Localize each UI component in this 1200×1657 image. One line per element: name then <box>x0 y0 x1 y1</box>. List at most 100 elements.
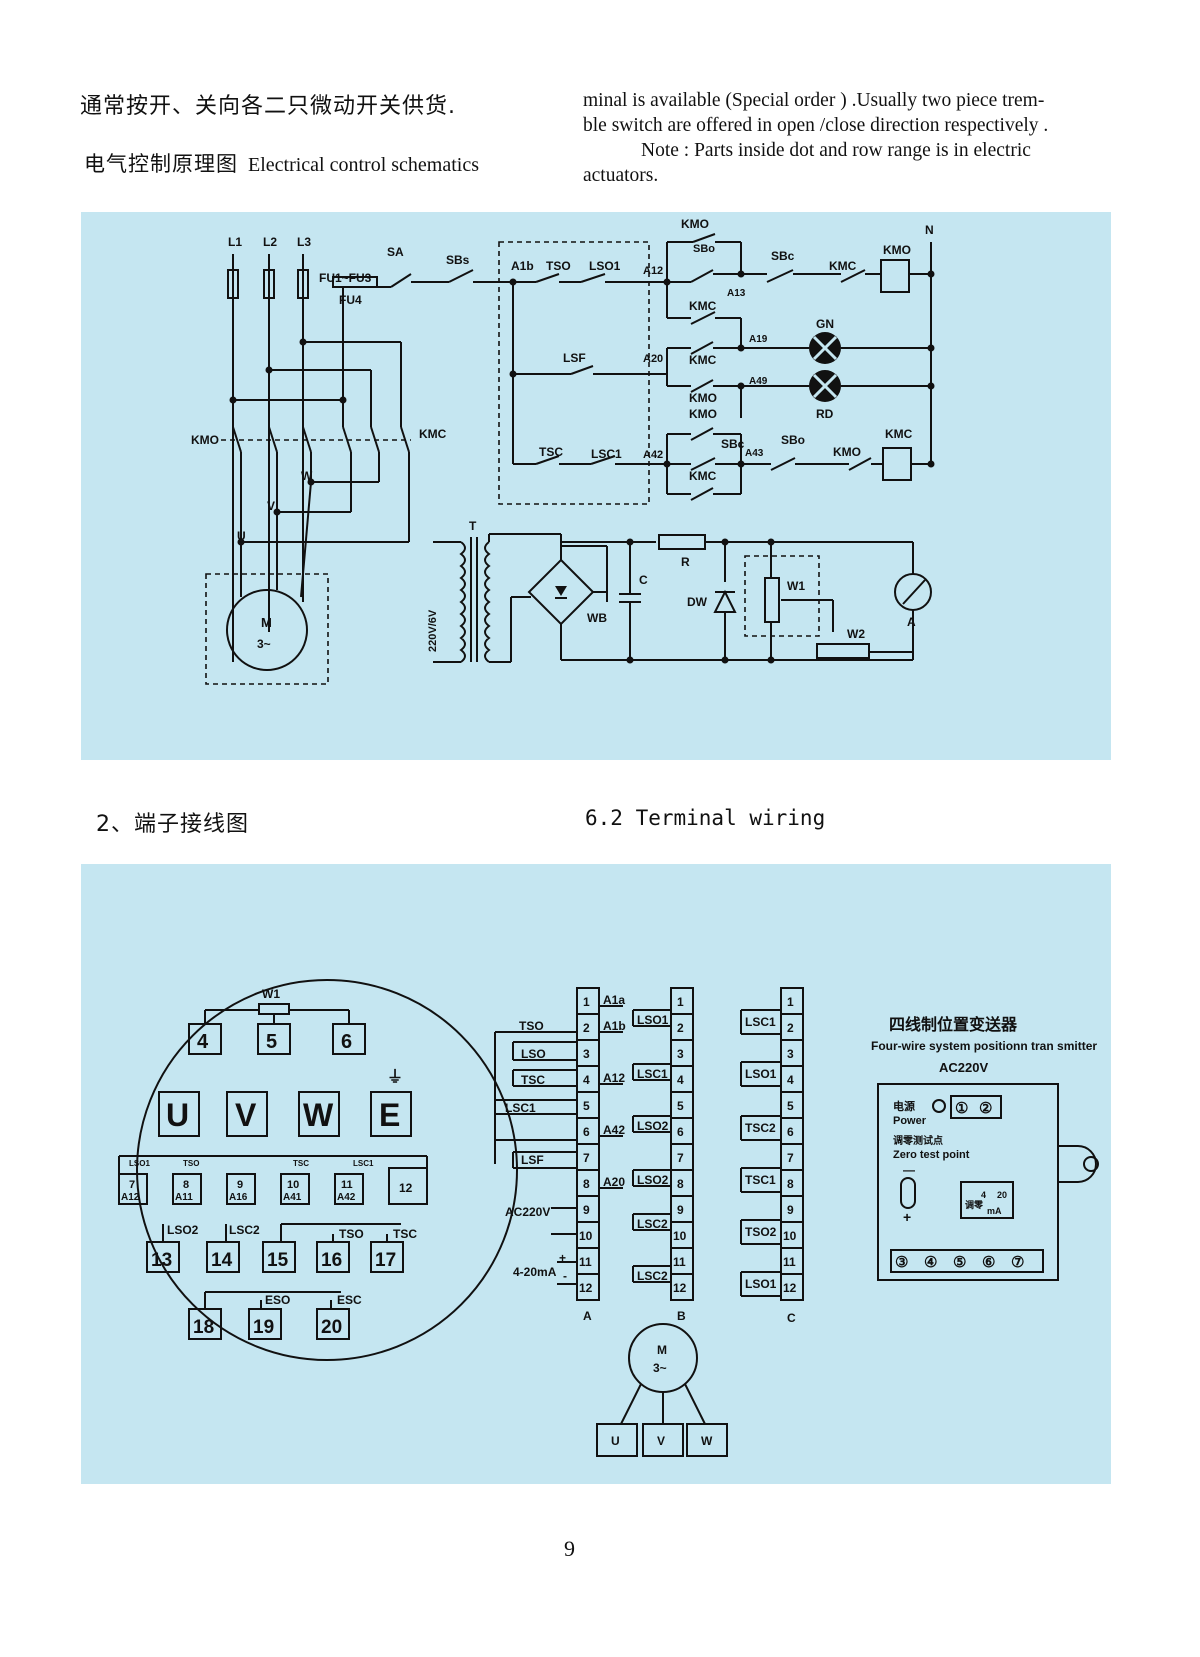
intro-line-3: Note : Parts inside dot and row range is… <box>641 140 1031 161</box>
strip-c-num-2: 2 <box>787 1021 794 1035</box>
label-row1-tso: TSO <box>183 1159 199 1168</box>
strip-a-plus: + <box>559 1251 566 1265</box>
terminal-7 <box>118 1173 148 1205</box>
terminal-strip-c: 1 2 3 4 5 6 7 8 9 10 11 12 LSC1 LSO1 TSC… <box>740 987 804 1325</box>
label-motor-terminal-u: U <box>611 1434 620 1448</box>
label-motor-m: M <box>261 615 272 630</box>
potentiometer-w2 <box>816 643 870 659</box>
strip-c-num-9: 9 <box>787 1203 794 1217</box>
range-switch-ma: mA <box>987 1206 1002 1216</box>
strip-b-num-1: 1 <box>677 995 684 1009</box>
transmitter-zero-en: Zero test point <box>893 1149 970 1161</box>
terminal-5 <box>257 1023 291 1055</box>
strip-a-num-3: 3 <box>583 1047 590 1061</box>
label-lsf: LSF <box>563 351 586 365</box>
label-sbo: SBo <box>693 243 715 255</box>
label-fu4: FU4 <box>339 293 362 307</box>
label-motor-terminal-v: V <box>657 1434 665 1448</box>
strip-b-name: B <box>677 1309 686 1323</box>
terminal-motor-m: M <box>657 1343 667 1357</box>
label-w-phase: W <box>301 469 313 483</box>
label-kmo-rd-a: KMO <box>689 391 717 405</box>
strip-a-label-a20: A20 <box>603 1175 625 1189</box>
terminal-15 <box>262 1241 296 1273</box>
terminal-wiring-panel: W1 4 5 6 ⏚ U V W E LSO1 TSO TSC LSC1 <box>81 864 1111 1484</box>
pot-w1-enclosure <box>744 555 820 637</box>
transmitter-term-3: ③ <box>895 1254 908 1271</box>
strip-b-num-9: 9 <box>677 1203 684 1217</box>
label-terminal-11-sub: A42 <box>337 1192 356 1203</box>
label-terminal-w-big: W <box>303 1097 334 1133</box>
label-row2-lsc2: LSC2 <box>229 1223 260 1237</box>
terminal-6 <box>332 1023 366 1055</box>
transmitter-term-6: ⑥ <box>982 1254 995 1271</box>
terminal-motor-phase: 3~ <box>653 1361 667 1375</box>
kmc-coil <box>882 447 912 481</box>
strip-b-num-6: 6 <box>677 1125 684 1139</box>
transmitter-mounting-tab <box>1058 1145 1097 1183</box>
terminal-title-cn: 2、端子接线图 <box>96 812 249 837</box>
label-dw: DW <box>687 595 708 609</box>
label-sa: SA <box>387 245 404 259</box>
label-capacitor: C <box>639 573 648 587</box>
transmitter-power-cn: 电源 <box>893 1099 915 1113</box>
terminal-pot-w1 <box>258 1003 290 1015</box>
label-wb: WB <box>587 611 607 625</box>
label-gn: GN <box>816 317 834 331</box>
schematics-title-en: Electrical control schematics <box>248 154 480 176</box>
terminal-16 <box>316 1241 350 1273</box>
label-row3-esc: ESC <box>337 1293 362 1307</box>
label-terminal-7-sub: A12 <box>121 1192 140 1203</box>
label-a42: A42 <box>643 449 663 461</box>
row3-terminals: ESO ESC 18 19 20 <box>188 1291 362 1340</box>
electrical-schematic-diagram: L1 L2 L3 FU1~FU3 FU4 <box>191 217 935 685</box>
transmitter-term-2: ② <box>979 1100 992 1117</box>
terminal-motor-symbol <box>628 1323 698 1393</box>
transmitter-zero-cn: 调零测试点 <box>893 1134 943 1147</box>
label-neutral: N <box>925 223 934 237</box>
intro-line-4: actuators. <box>583 165 659 186</box>
label-terminal-14: 14 <box>211 1250 233 1271</box>
label-w2: W2 <box>847 627 865 641</box>
strip-c-num-7: 7 <box>787 1151 794 1165</box>
label-terminal-19: 19 <box>253 1317 274 1338</box>
label-a13: A13 <box>727 288 746 299</box>
strip-a-label-a1a: A1a <box>603 993 625 1007</box>
label-ammeter: A <box>907 615 916 629</box>
strip-a-num-4: 4 <box>583 1073 590 1087</box>
transmitter-bottom-terminals <box>890 1249 1044 1273</box>
terminal-title-en: 6.2 Terminal wiring <box>585 806 826 830</box>
label-terminal-w1: W1 <box>262 987 280 1001</box>
label-rd: RD <box>816 407 834 421</box>
label-kmo-hold: KMO <box>681 217 709 231</box>
page-number: 9 <box>564 1536 575 1561</box>
range-switch <box>960 1181 1014 1219</box>
label-kmo-main: KMO <box>191 433 219 447</box>
strip-a-sw-lso: LSO <box>521 1047 546 1061</box>
strip-a-sw-tsc: TSC <box>521 1073 545 1087</box>
label-terminal-12: 12 <box>399 1181 413 1195</box>
strip-b-switches: LSO1 LSC1 LSO2 LSO2 LSC2 LSC2 <box>632 1009 671 1283</box>
strip-b-num-3: 3 <box>677 1047 684 1061</box>
label-a12: A12 <box>643 265 663 277</box>
intro-english-text: minal is available (Special order ) .Usu… <box>583 88 1111 188</box>
position-transmitter: 四线制位置变送器 Four-wire system positionn tran… <box>871 1015 1099 1281</box>
power-phase-lines: L1 L2 L3 FU1~FU3 FU4 <box>191 235 447 685</box>
strip-a-num-12: 12 <box>579 1281 593 1295</box>
transmitter-zero-plus: + <box>903 1209 911 1225</box>
strip-a-num-1: 1 <box>583 995 590 1009</box>
range-switch-cn: 调零 <box>965 1199 984 1210</box>
label-sbo-close: SBo <box>781 433 805 447</box>
electrical-schematic-panel: L1 L2 L3 FU1~FU3 FU4 <box>81 212 1111 760</box>
label-kmc-main: KMC <box>419 427 447 441</box>
terminal-8 <box>172 1173 202 1205</box>
terminal-9 <box>226 1173 256 1205</box>
strip-a-num-6: 6 <box>583 1125 590 1139</box>
zero-test-point <box>900 1177 916 1209</box>
label-u-phase: U <box>237 529 246 543</box>
label-l1: L1 <box>228 235 242 249</box>
label-tsc: TSC <box>539 445 563 459</box>
strip-c-sw-lso1-b: LSO1 <box>745 1277 777 1291</box>
control-circuit: SA SBs A1b TSO LSO1 A12 LSF A20 TSC LSC1… <box>377 217 935 505</box>
terminal-strip-b: 1 2 3 4 5 6 7 8 9 10 11 12 LSO1 LSC1 LSO… <box>632 987 694 1323</box>
